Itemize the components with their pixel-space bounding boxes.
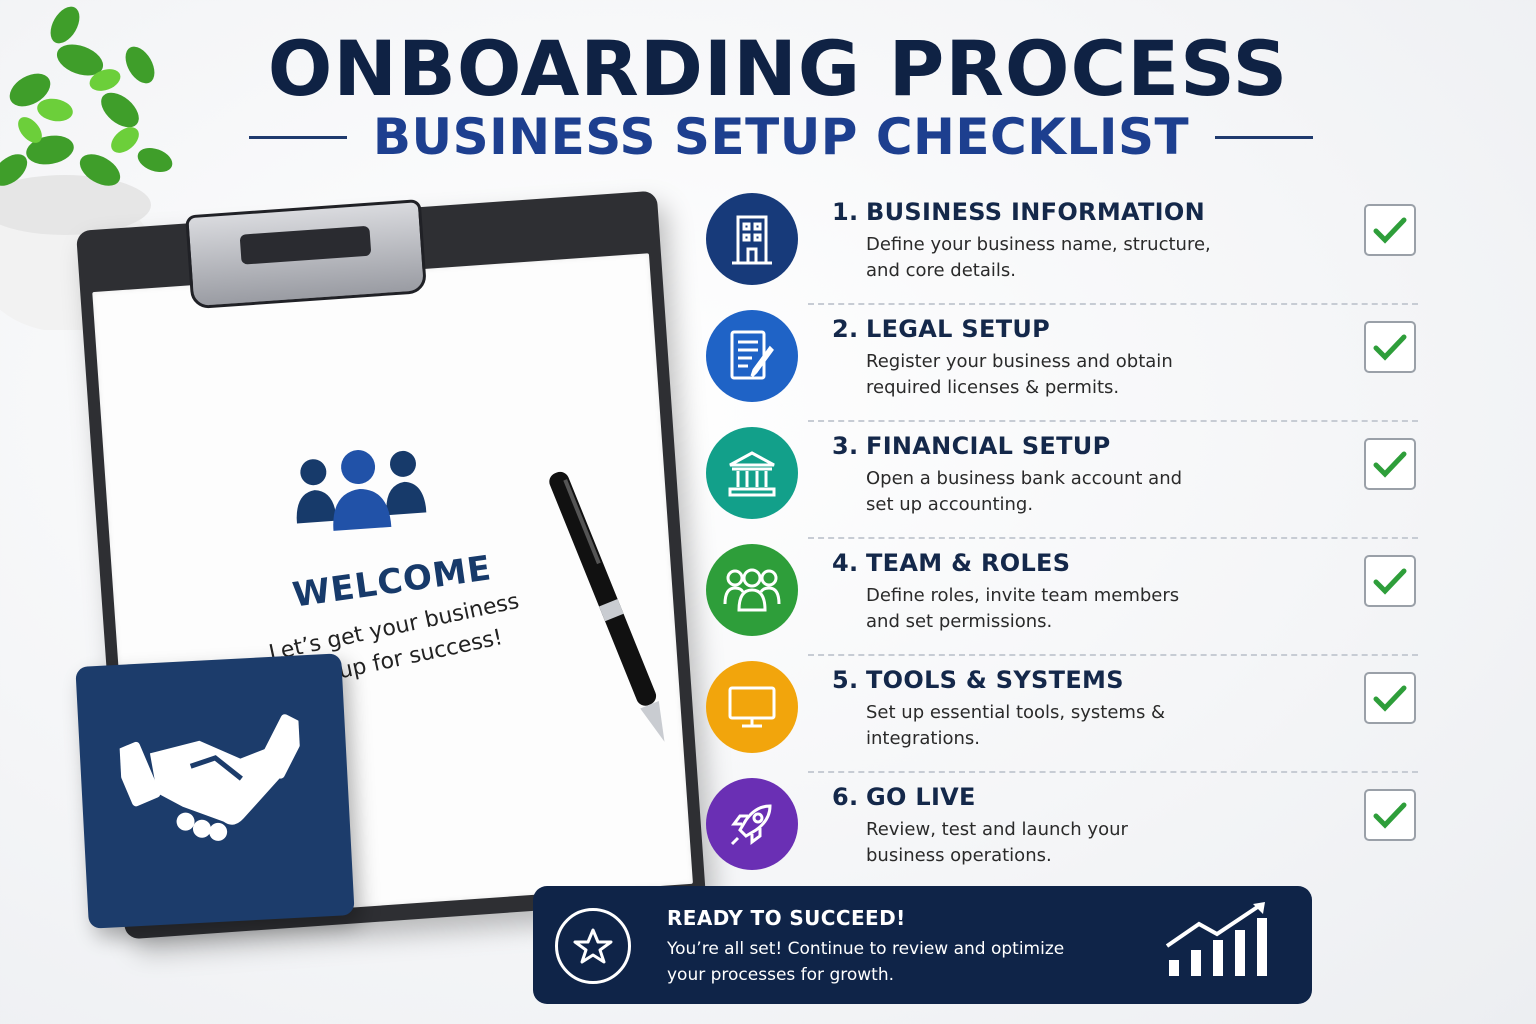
building-icon: [732, 215, 772, 265]
step-checkbox-checked[interactable]: [1364, 789, 1416, 841]
bank-icon: [728, 451, 776, 497]
step-checkbox-checked[interactable]: [1364, 555, 1416, 607]
subtitle-divider-right: [1215, 135, 1314, 139]
step-checkbox-checked[interactable]: [1364, 204, 1416, 256]
monitor-icon: [728, 686, 776, 728]
checklist-item-5: 5.TOOLS & SYSTEMS Set up essential tools…: [706, 658, 1418, 775]
page-title: ONBOARDING PROCESS: [267, 24, 1289, 113]
step-icon-circle: [706, 193, 798, 285]
step-checkbox-checked[interactable]: [1364, 321, 1416, 373]
clipboard-clip: [185, 199, 428, 310]
step-icon-circle: [706, 427, 798, 519]
potted-plant-image: [0, 6, 173, 330]
checklist: 1.BUSINESS INFORMATION Define your busin…: [706, 190, 1418, 892]
step-icon-circle: [706, 310, 798, 402]
step-title: 3.FINANCIAL SETUP: [832, 432, 1111, 460]
growth-chart-icon: [1165, 902, 1267, 976]
subtitle-row: BUSINESS SETUP CHECKLIST: [0, 108, 1536, 166]
ready-banner: READY TO SUCCEED! You’re all set! Contin…: [533, 886, 1312, 1004]
step-title: 1.BUSINESS INFORMATION: [832, 198, 1205, 226]
step-checkbox-checked[interactable]: [1364, 672, 1416, 724]
checkmark-icon: [1373, 802, 1407, 829]
clipboard: WELCOME Let’s get your business set up f…: [75, 190, 707, 940]
step-description: Set up essential tools, systems &integra…: [866, 702, 1166, 749]
people-icon: [296, 450, 427, 531]
banner-title: READY TO SUCCEED!: [667, 906, 906, 930]
subtitle-divider-left: [248, 135, 347, 139]
step-title: 5.TOOLS & SYSTEMS: [832, 666, 1124, 694]
checklist-item-4: 4.TEAM & ROLES Define roles, invite team…: [706, 541, 1418, 658]
rocket-icon: [730, 804, 772, 846]
star-icon: [555, 908, 631, 984]
banner-text: You’re all set! Continue to review and o…: [667, 939, 1065, 985]
page-subtitle: BUSINESS SETUP CHECKLIST: [372, 108, 1190, 166]
document-pen-icon: [730, 330, 774, 380]
step-icon-circle: [706, 544, 798, 636]
step-checkbox-checked[interactable]: [1364, 438, 1416, 490]
step-description: Define your business name, structure,and…: [866, 234, 1211, 281]
step-icon-circle: [706, 661, 798, 753]
step-title: 4.TEAM & ROLES: [832, 549, 1071, 577]
checkmark-icon: [1373, 568, 1407, 595]
checkmark-icon: [1373, 451, 1407, 478]
checklist-item-2: 2.LEGAL SETUP Register your business and…: [706, 307, 1418, 424]
checklist-item-1: 1.BUSINESS INFORMATION Define your busin…: [706, 190, 1418, 307]
handshake-icon: [117, 714, 305, 841]
step-title: 6.GO LIVE: [832, 783, 976, 811]
checkmark-icon: [1373, 217, 1407, 244]
step-title: 2.LEGAL SETUP: [832, 315, 1051, 343]
checkmark-icon: [1373, 685, 1407, 712]
handshake-card: [75, 653, 355, 929]
pen-image: [549, 471, 665, 742]
checklist-item-3: 3.FINANCIAL SETUP Open a business bank a…: [706, 424, 1418, 541]
checkmark-icon: [1373, 334, 1407, 361]
team-icon: [723, 568, 781, 612]
step-icon-circle: [706, 778, 798, 870]
clipboard-paper: WELCOME Let’s get your business set up f…: [92, 253, 693, 923]
